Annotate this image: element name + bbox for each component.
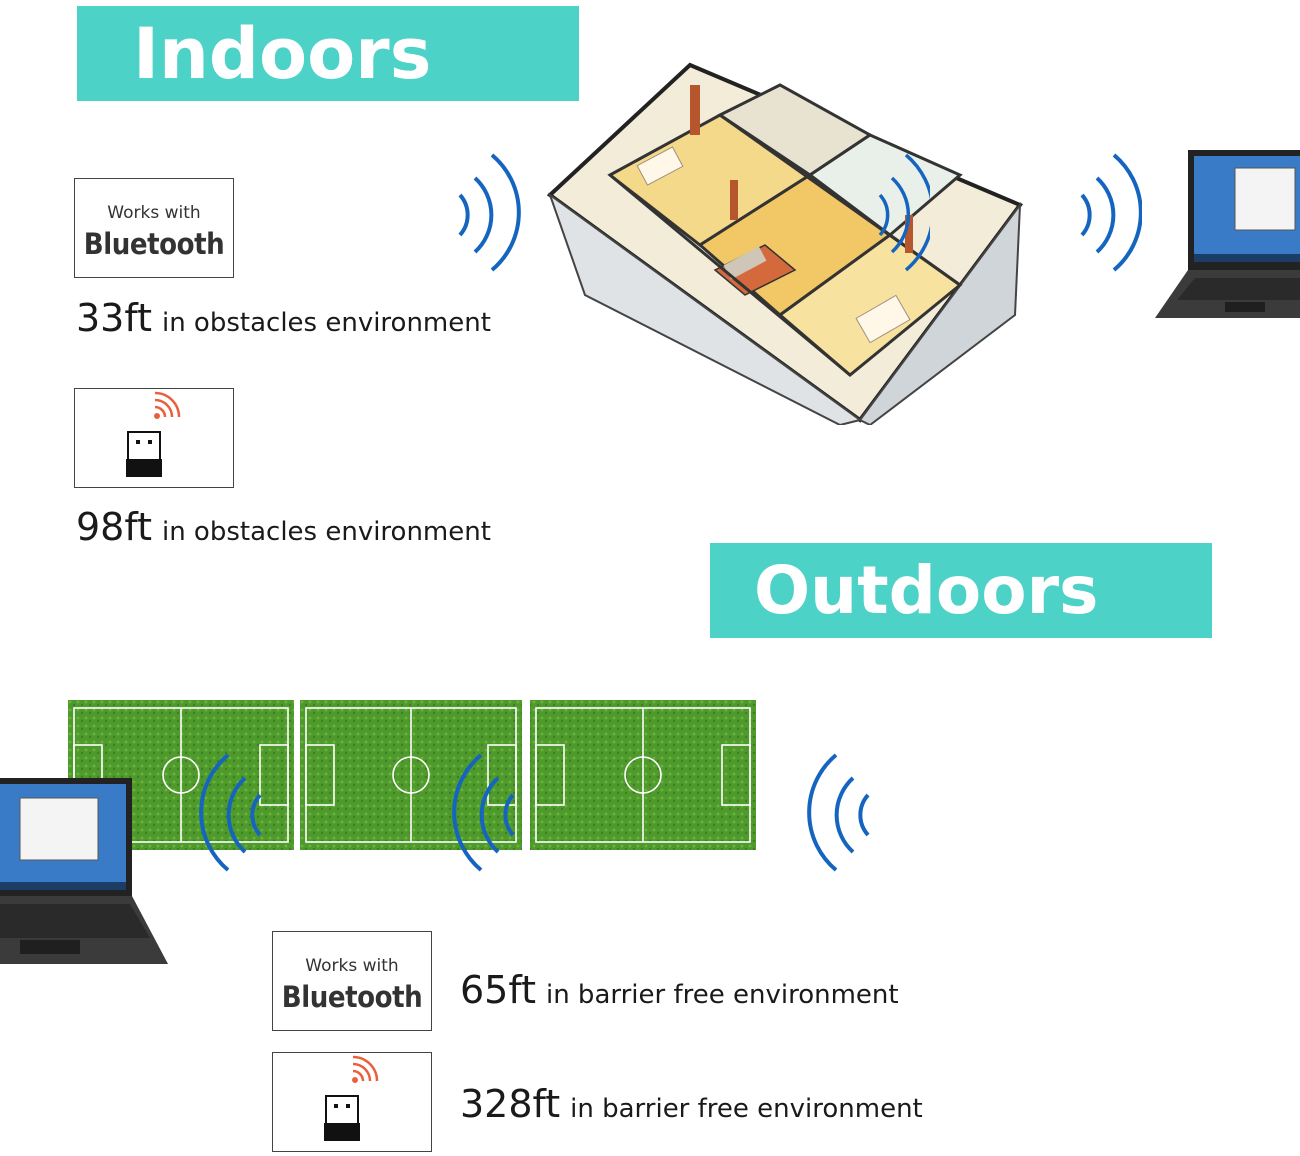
indoors-wifi-range: 98ft in obstacles environment <box>76 505 491 549</box>
usb-dongle-icon <box>324 1055 379 1141</box>
range-distance: 328ft <box>460 1082 561 1126</box>
outdoors-wifi-range: 328ft in barrier free environment <box>460 1082 923 1126</box>
range-description: in barrier free environment <box>545 980 899 1010</box>
indoors-bluetooth-range: 33ft in obstacles environment <box>76 296 491 340</box>
signal-waves-icon <box>458 153 521 272</box>
wifi-dongle-card-outdoors <box>272 1052 432 1152</box>
range-description: in obstacles environment <box>161 517 491 547</box>
range-description: in barrier free environment <box>570 1094 923 1124</box>
bluetooth-card-outdoors: Works with Bluetooth <box>272 931 432 1031</box>
range-description: in obstacles environment <box>161 308 491 338</box>
bluetooth-label: Bluetooth <box>83 227 225 261</box>
works-with-label: Works with <box>107 203 201 223</box>
outdoors-banner: Outdoors <box>710 543 1212 638</box>
soccer-field-illustration <box>68 700 756 850</box>
indoors-title: Indoors <box>133 12 432 95</box>
signal-waves-icon <box>807 753 870 872</box>
floorplan-illustration <box>546 62 1024 425</box>
signal-waves-icon <box>199 753 262 872</box>
bluetooth-card-indoors: Works with Bluetooth <box>74 178 234 278</box>
signal-waves-icon <box>452 753 515 872</box>
soccer-field <box>530 700 756 850</box>
range-distance: 65ft <box>460 968 536 1012</box>
range-distance: 33ft <box>76 296 152 340</box>
usb-dongle-icon <box>126 391 181 477</box>
works-with-label: Works with <box>305 956 399 976</box>
bluetooth-label: Bluetooth <box>281 980 423 1014</box>
wifi-dongle-card-indoors <box>74 388 234 488</box>
laptop-icon <box>0 778 168 964</box>
signal-waves-icon <box>1080 153 1142 272</box>
outdoors-bluetooth-range: 65ft in barrier free environment <box>460 968 899 1012</box>
indoors-banner: Indoors <box>77 6 579 101</box>
soccer-field <box>300 700 522 850</box>
signal-waves-icon <box>878 153 930 272</box>
range-distance: 98ft <box>76 505 152 549</box>
outdoors-title: Outdoors <box>754 552 1099 629</box>
laptop-icon <box>1155 150 1300 318</box>
